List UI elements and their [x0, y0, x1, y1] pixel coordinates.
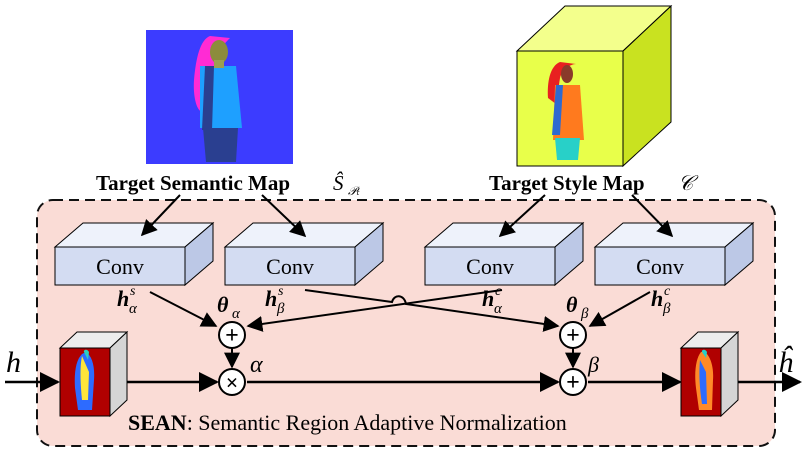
target-style-map-label: Target Style Map — [489, 171, 645, 195]
multiply-node: × — [218, 368, 246, 396]
svg-text:+: + — [566, 370, 580, 396]
theta-alpha-subscript: α — [232, 306, 241, 322]
parameter-arrows — [149, 289, 651, 332]
style-map-symbol: 𝒞 — [678, 171, 699, 195]
theta-beta-sum-node: + — [559, 321, 587, 349]
conv-output-symbol: h — [117, 286, 129, 311]
theta-alpha-label: θ — [217, 292, 229, 317]
output-h-hat-label: ĥ — [778, 346, 794, 379]
conv-block-front — [594, 246, 726, 286]
svg-text:+: + — [225, 323, 239, 349]
conv-block-label: Conv — [636, 254, 684, 279]
input-arrows — [140, 194, 674, 238]
conv-block-front — [224, 246, 356, 286]
output-feature-cube — [679, 330, 740, 418]
input-feature-cube — [58, 330, 129, 418]
semantic-map-symbol: Ŝ — [333, 171, 344, 195]
conv-output-subscript: β — [662, 301, 671, 317]
sean-module-name: SEAN — [128, 410, 187, 435]
conv-block-front — [54, 246, 186, 286]
gamma-beta-arrows — [224, 348, 581, 369]
conv-output-symbol: h — [265, 286, 277, 311]
conv-output-superscript: c — [664, 284, 671, 299]
sean-module-caption: SEAN: Semantic Region Adaptive Normaliza… — [128, 410, 567, 435]
conv-block-label: Conv — [266, 254, 314, 279]
conv-output-superscript: s — [130, 284, 136, 299]
target-semantic-map-label: Target Semantic Map — [96, 171, 290, 195]
add-node: + — [559, 368, 587, 396]
conv-output-subscript: β — [276, 301, 285, 317]
sean-module-description: : Semantic Region Adaptive Normalization — [187, 410, 567, 435]
conv-block-label: Conv — [96, 254, 144, 279]
theta-alpha-sum-node: + — [218, 321, 246, 349]
semantic-map-subscript: 𝒫ₜ — [348, 184, 360, 198]
conv-block-label: Conv — [466, 254, 514, 279]
target-semantic-map-image — [146, 30, 293, 164]
conv-output-superscript: s — [278, 284, 284, 299]
conv-output-symbol: h — [482, 286, 494, 311]
svg-text:×: × — [226, 370, 239, 395]
conv-block-front — [424, 246, 556, 286]
conv-output-subscript: α — [494, 301, 503, 317]
alpha-label: α — [250, 352, 263, 378]
target-style-map-cube — [515, 4, 673, 168]
theta-beta-label: θ — [566, 292, 578, 317]
svg-text:+: + — [566, 323, 580, 349]
conv-output-symbol: h — [651, 286, 663, 311]
conv-output-subscript: α — [129, 301, 138, 317]
theta-beta-subscript: β — [580, 306, 589, 322]
beta-label: β — [587, 352, 599, 377]
input-h-label: h — [6, 346, 21, 379]
